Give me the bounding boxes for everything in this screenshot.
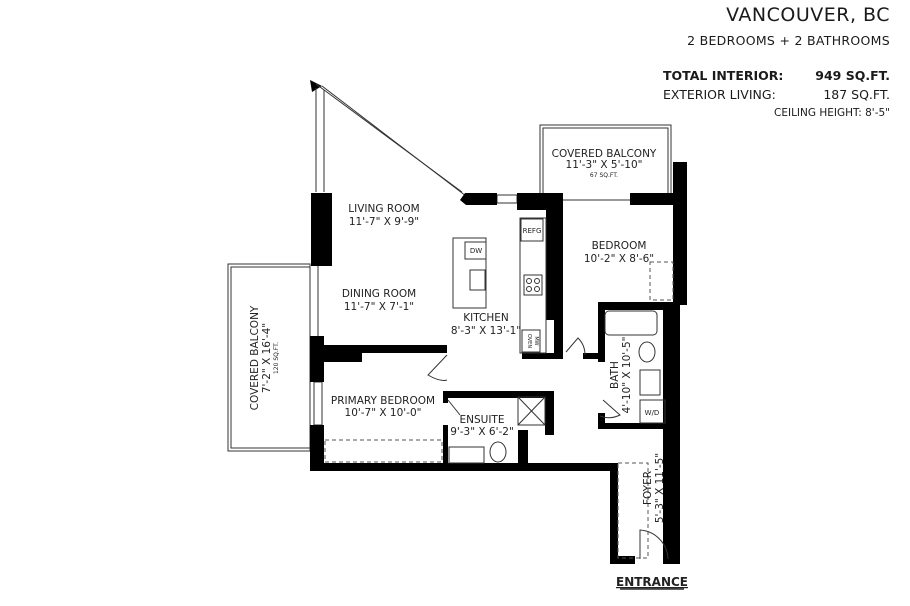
living-room-dims: 11'-7" X 9'-9" <box>349 216 419 228</box>
cooktop-icon <box>523 274 543 296</box>
exterior-living-label: EXTERIOR LIVING: <box>663 87 776 102</box>
primary-bedroom-name: PRIMARY BEDROOM <box>331 395 435 407</box>
balcony-top-dims: 11'-3" X 5'-10" <box>566 159 643 171</box>
balcony-left-dims: 7'-2" X 16'-4" <box>261 323 273 393</box>
entrance-label: ENTRANCE <box>616 575 688 589</box>
primary-bedroom-dims: 10'-7" X 10'-0" <box>345 407 422 419</box>
foyer-dims: 5'-3" X 11'-5" <box>654 453 666 523</box>
oven-microwave <box>521 329 541 353</box>
kitchen-name: KITCHEN <box>463 312 509 324</box>
dining-room-dims: 11'-7" X 7'-1" <box>344 301 414 313</box>
kitchen-fixtures: DW REFG OVEN MW <box>452 217 547 354</box>
microwave-label: MW <box>533 336 539 345</box>
dishwasher <box>464 241 487 260</box>
washer-dryer-label: W/D <box>645 409 660 417</box>
bath-name: BATH <box>609 361 621 389</box>
toilet-icon <box>638 341 656 363</box>
bathtub <box>604 310 658 336</box>
balcony-left-name: COVERED BALCONY <box>249 305 261 410</box>
foyer-name: FOYER <box>642 471 654 505</box>
bedroom-dims: 10'-2" X 8'-6" <box>584 253 654 265</box>
bath-fixtures: W/D <box>448 310 666 464</box>
dishwasher-label: DW <box>470 247 482 255</box>
refrigerator <box>520 218 544 242</box>
refrigerator-label: REFG <box>523 227 542 235</box>
bedroom-name: BEDROOM <box>592 240 647 252</box>
kitchen-dims: 8'-3" X 13'-1" <box>451 325 521 337</box>
ensuite-name: ENSUITE <box>460 414 505 426</box>
total-interior-value: 949 SQ.FT. <box>815 68 890 83</box>
ensuite-sink <box>448 446 485 464</box>
exterior-living-value: 187 SQ.FT. <box>823 87 890 102</box>
dining-room-name: DINING ROOM <box>342 288 416 300</box>
area-stats: TOTAL INTERIOR: 949 SQ.FT. EXTERIOR LIVIN… <box>663 66 890 104</box>
walls <box>310 162 687 564</box>
unit-summary: 2 BEDROOMS + 2 BATHROOMS <box>687 33 890 48</box>
bath-dims: 4'-10" X 10'-5" <box>621 337 633 414</box>
island-sink <box>469 269 486 291</box>
oven-label: OVEN <box>526 334 532 348</box>
washer-dryer <box>639 399 666 424</box>
city-title: VANCOUVER, BC <box>726 4 890 26</box>
balcony-left-area: 120 SQ.FT. <box>273 342 280 374</box>
balcony-top-name: COVERED BALCONY <box>552 148 657 160</box>
shower-icon <box>517 396 546 426</box>
ceiling-height: CEILING HEIGHT: 8'-5" <box>774 107 890 119</box>
balcony-top-area: 67 SQ.FT. <box>590 172 618 179</box>
ensuite-dims: 9'-3" X 6'-2" <box>450 426 514 438</box>
total-interior-label: TOTAL INTERIOR: <box>663 68 784 83</box>
ensuite-toilet-icon <box>489 441 507 463</box>
living-room-name: LIVING ROOM <box>348 203 419 215</box>
bath-sink <box>639 369 661 396</box>
doors-closets <box>324 199 674 560</box>
